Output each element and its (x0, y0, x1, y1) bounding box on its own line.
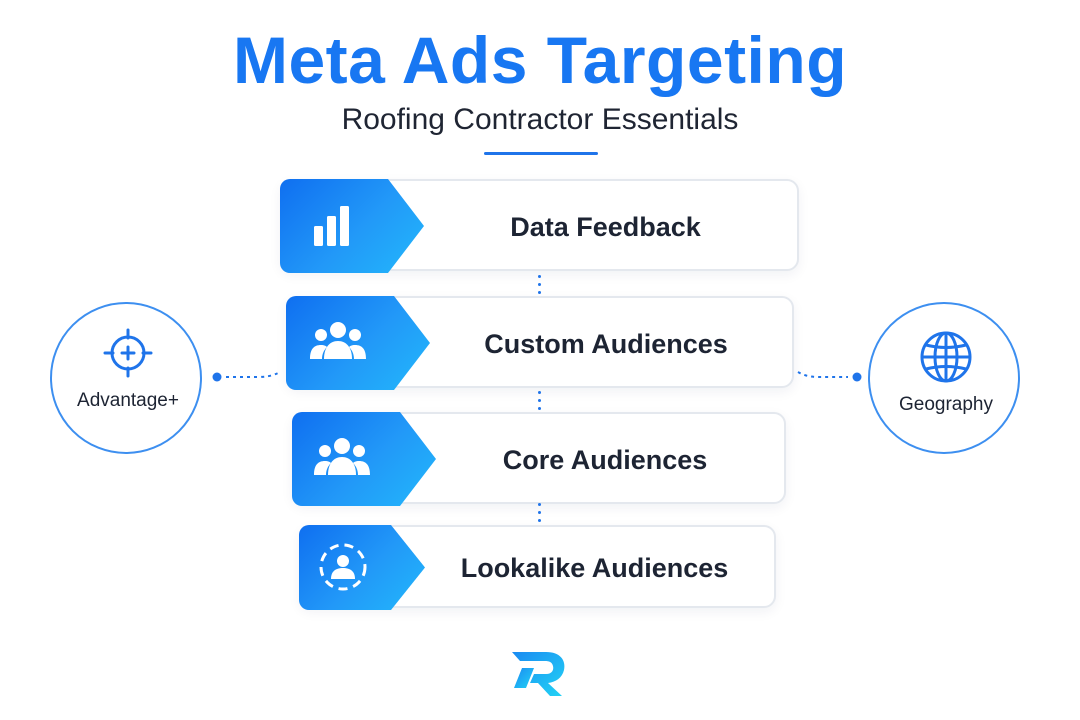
side-node-label: Advantage+ (77, 390, 179, 411)
page-subtitle: Roofing Contractor Essentials (341, 103, 739, 136)
layer-label: Core Audiences (502, 444, 708, 475)
title-underline (484, 152, 598, 155)
brand-r-logo (512, 652, 565, 696)
connector-dots (538, 391, 542, 415)
layer-label: Lookalike Audiences (460, 553, 729, 583)
layer-custom-audiences: Custom Audiences (286, 296, 794, 390)
side-node-advantage-plus: Advantage+ (50, 302, 202, 454)
connector-dots (538, 275, 542, 299)
crosshair-icon (103, 328, 153, 378)
layer-data-feedback: Data Feedback (280, 179, 799, 273)
bar-chart-icon (314, 206, 349, 246)
users-group-icon (314, 438, 370, 475)
layer-lookalike-audiences: Lookalike Audiences (299, 525, 776, 610)
layer-badge (299, 525, 425, 610)
right-connector (797, 371, 862, 382)
layer-label: Custom Audiences (484, 328, 728, 359)
layer-core-audiences: Core Audiences (292, 412, 786, 506)
globe-icon (920, 331, 972, 383)
users-group-icon (310, 322, 366, 359)
connector-dots (538, 503, 542, 527)
layer-badge (292, 412, 436, 506)
layer-label: Data Feedback (510, 211, 701, 242)
layer-badge (280, 179, 424, 273)
side-node-geography: Geography (868, 302, 1020, 454)
left-connector (212, 372, 279, 382)
layer-badge (286, 296, 430, 390)
user-dashed-circle-icon (319, 543, 367, 591)
page-title: Meta Ads Targeting (232, 23, 848, 97)
side-node-label: Geography (898, 394, 993, 415)
